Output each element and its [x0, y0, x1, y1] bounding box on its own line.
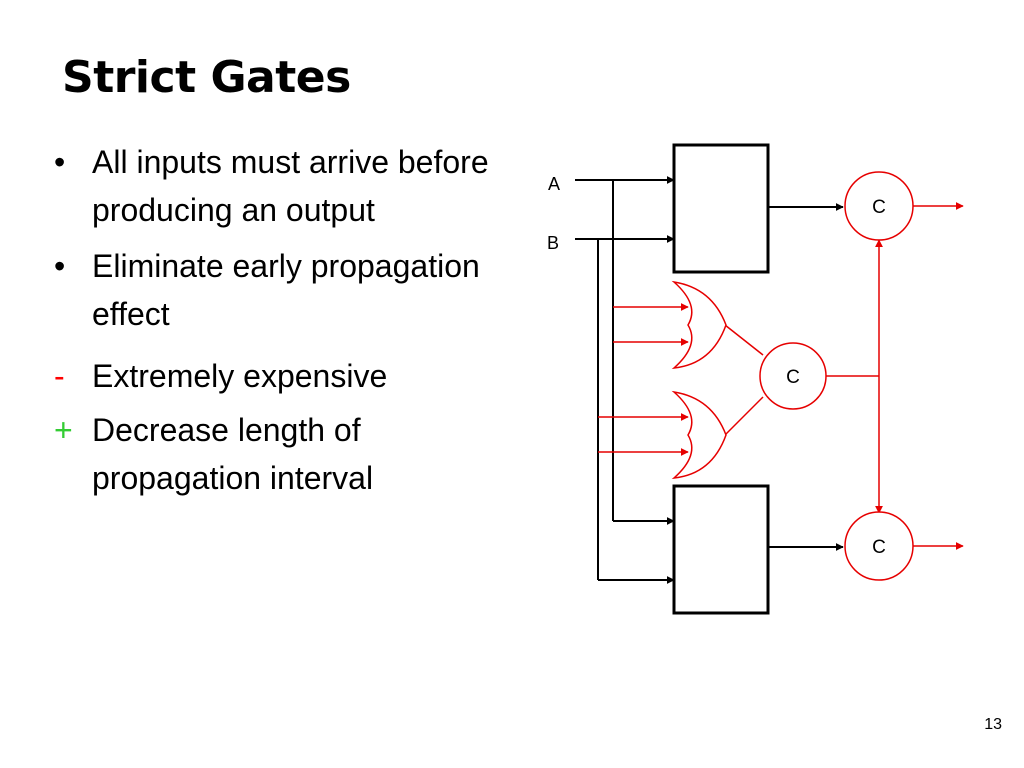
bullet-list: • All inputs must arrive before producin…	[50, 138, 490, 502]
slide-title: Strict Gates	[62, 52, 351, 103]
bullet-text: Extremely expensive	[92, 358, 388, 394]
bullet-item: - Extremely expensive	[50, 352, 490, 400]
black-wires	[575, 176, 844, 584]
c-element-top-label: C	[872, 197, 886, 218]
page-number: 13	[984, 716, 1002, 733]
c-element-bottom-label: C	[872, 537, 886, 558]
bullet-marker: •	[54, 248, 66, 284]
c-element-top	[844, 171, 914, 241]
c-element-bottom	[844, 511, 914, 581]
bullet-item: • Eliminate early propagation effect	[50, 242, 490, 338]
c-element-middle-label: C	[786, 367, 800, 388]
bullet-item: • All inputs must arrive before producin…	[50, 138, 490, 234]
input-a-label: A	[548, 174, 560, 194]
function-block-top	[672, 143, 770, 274]
minus-marker: -	[54, 358, 65, 394]
function-block-bottom	[672, 484, 770, 615]
bullet-text: Decrease length of propagation interval	[92, 412, 374, 496]
c-element-middle	[759, 342, 827, 410]
red-wires	[598, 202, 964, 550]
bullet-item: + Decrease length of propagation interva…	[50, 406, 490, 502]
input-b-label: B	[547, 233, 559, 253]
bullet-marker: •	[54, 144, 66, 180]
or-gate-top	[671, 280, 727, 369]
plus-marker: +	[54, 412, 73, 448]
or1-output	[724, 324, 764, 356]
bullet-text: All inputs must arrive before producing …	[92, 144, 489, 228]
bullet-text: Eliminate early propagation effect	[92, 248, 480, 332]
or2-output	[724, 396, 764, 436]
or-gate-bottom	[671, 390, 727, 479]
